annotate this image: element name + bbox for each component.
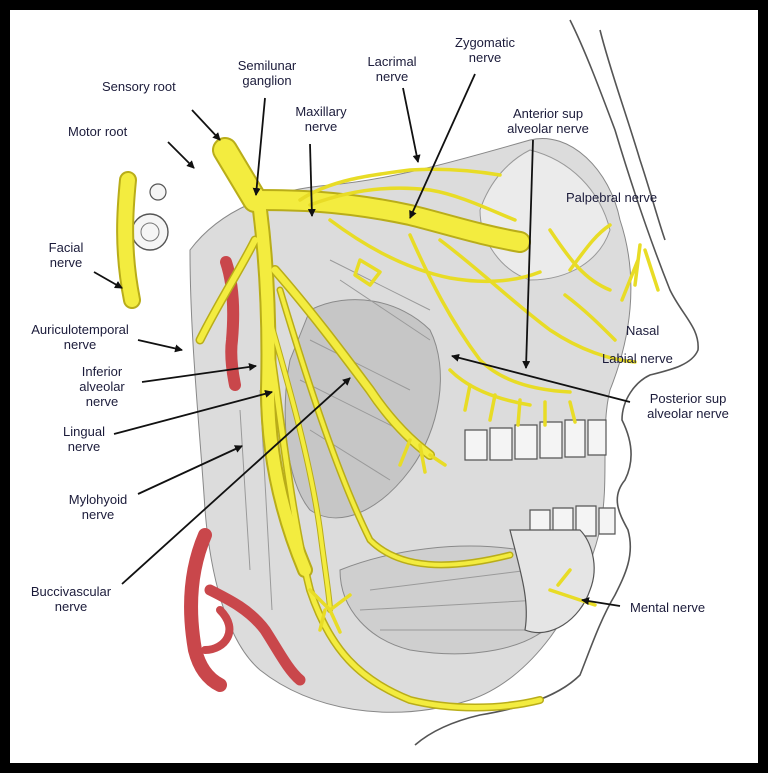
label-inferior-alveolar-nerve-line1: Inferior xyxy=(81,364,123,379)
label-maxillary-nerve: Maxillary nerve xyxy=(286,104,356,134)
label-palpebral-nerve: Palpebral nerve xyxy=(566,190,658,205)
label-buccivascular-nerve-line1: Buccivascular xyxy=(30,584,112,599)
label-lacrimal-nerve-line2: nerve xyxy=(375,69,409,84)
label-maxillary-nerve-line1: Maxillary xyxy=(295,104,347,119)
label-posterior-sup-alveolar-nerve-line2: alveolar nerve xyxy=(647,406,729,421)
label-lacrimal-nerve-line1: Lacrimal xyxy=(367,54,417,69)
ear-structure xyxy=(131,183,169,251)
label-lacrimal-nerve: Lacrimal nerve xyxy=(352,54,432,84)
label-maxillary-nerve-line2: nerve xyxy=(304,119,338,134)
label-zygomatic-nerve-line2: nerve xyxy=(468,50,502,65)
label-inferior-alveolar-nerve: Inferior alveolar nerve xyxy=(62,364,142,409)
label-labial-nerve: Labial nerve xyxy=(602,351,673,366)
label-semilunar-ganglion-line1: Semilunar xyxy=(237,58,297,73)
label-auriculotemporal-nerve: Auriculotemporal nerve xyxy=(20,322,140,352)
leader-lines xyxy=(93,73,631,607)
label-zygomatic-nerve: Zygomatic nerve xyxy=(440,35,530,65)
label-nasal: Nasal xyxy=(626,323,660,338)
label-semilunar-ganglion-line2: ganglion xyxy=(242,73,292,88)
label-facial-nerve-line1: Facial xyxy=(48,240,84,255)
nerves xyxy=(116,137,660,712)
label-anterior-sup-alveolar-nerve-line1: Anterior sup xyxy=(512,106,584,121)
label-buccivascular-nerve: Buccivascular nerve xyxy=(14,584,128,614)
label-inferior-alveolar-nerve-line2: alveolar xyxy=(79,379,125,394)
label-lingual-nerve-line2: nerve xyxy=(67,439,101,454)
label-zygomatic-nerve-line1: Zygomatic xyxy=(455,35,515,50)
label-mylohyoid-nerve: Mylohyoid nerve xyxy=(56,492,140,522)
label-facial-nerve: Facial nerve xyxy=(38,240,94,270)
label-lingual-nerve: Lingual nerve xyxy=(52,424,116,454)
label-semilunar-ganglion: Semilunar ganglion xyxy=(222,58,312,88)
teeth xyxy=(464,419,616,634)
label-anterior-sup-alveolar-nerve: Anterior sup alveolar nerve xyxy=(488,106,608,136)
label-inferior-alveolar-nerve-line3: nerve xyxy=(85,394,119,409)
trigeminal-nerve-illustration xyxy=(93,19,699,746)
label-mylohyoid-nerve-line2: nerve xyxy=(81,507,115,522)
label-auriculotemporal-nerve-line1: Auriculotemporal xyxy=(31,322,129,337)
label-mental-nerve: Mental nerve xyxy=(630,600,706,615)
label-sensory-root: Sensory root xyxy=(102,79,176,94)
label-mylohyoid-nerve-line1: Mylohyoid xyxy=(68,492,128,507)
label-facial-nerve-line2: nerve xyxy=(49,255,83,270)
label-auriculotemporal-nerve-line2: nerve xyxy=(63,337,97,352)
illustration-frame: Sensory root Semilunar ganglion Lacrimal… xyxy=(10,10,758,763)
label-anterior-sup-alveolar-nerve-line2: alveolar nerve xyxy=(507,121,589,136)
label-lingual-nerve-line1: Lingual xyxy=(63,424,105,439)
label-buccivascular-nerve-line2: nerve xyxy=(54,599,88,614)
face-outline xyxy=(414,19,699,746)
label-posterior-sup-alveolar-nerve-line1: Posterior sup xyxy=(649,391,727,406)
label-posterior-sup-alveolar-nerve: Posterior sup alveolar nerve xyxy=(628,391,748,421)
label-motor-root: Motor root xyxy=(68,124,128,139)
